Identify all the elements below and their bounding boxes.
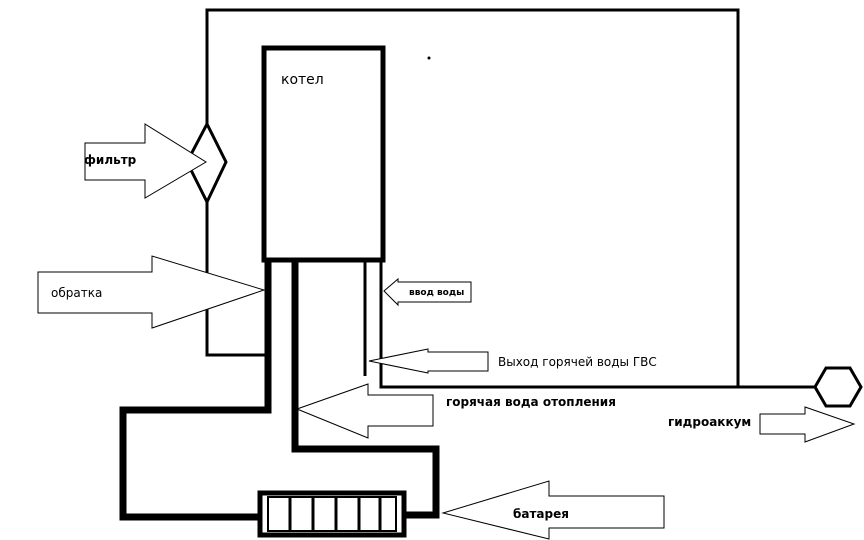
filter-label: фильтр xyxy=(84,153,137,167)
radiator-arrow xyxy=(441,480,665,540)
water-inlet-pipe xyxy=(379,262,815,389)
heating-return-pipe xyxy=(119,262,272,521)
radiator-icon xyxy=(257,490,407,538)
heating-water-label: горячая вода отопления xyxy=(446,395,616,409)
water-inlet-arrow xyxy=(383,277,472,307)
filter-return-pipe xyxy=(205,202,266,357)
hydro-accumulator-icon xyxy=(813,366,863,408)
boiler-label: котел xyxy=(281,72,324,88)
outer-pipe-loop xyxy=(205,8,740,387)
water-inlet-label: ввод воды xyxy=(409,288,464,298)
hydro-accumulator-label: гидроаккум xyxy=(668,415,751,429)
return-arrow xyxy=(37,255,266,329)
radiator-label: батарея xyxy=(513,507,569,521)
dhw-outlet-arrow xyxy=(368,348,489,374)
heating-supply-pipe xyxy=(291,262,440,519)
filter-icon xyxy=(185,120,228,206)
boiler-body xyxy=(261,45,386,263)
dhw-outlet-label: Выход горячей воды ГВС xyxy=(498,355,657,369)
hydro-accumulator-arrow xyxy=(759,406,856,443)
heating-water-arrow xyxy=(295,383,434,439)
return-label: обратка xyxy=(51,286,102,300)
filter-arrow xyxy=(84,123,207,199)
stray-dot xyxy=(427,56,431,60)
